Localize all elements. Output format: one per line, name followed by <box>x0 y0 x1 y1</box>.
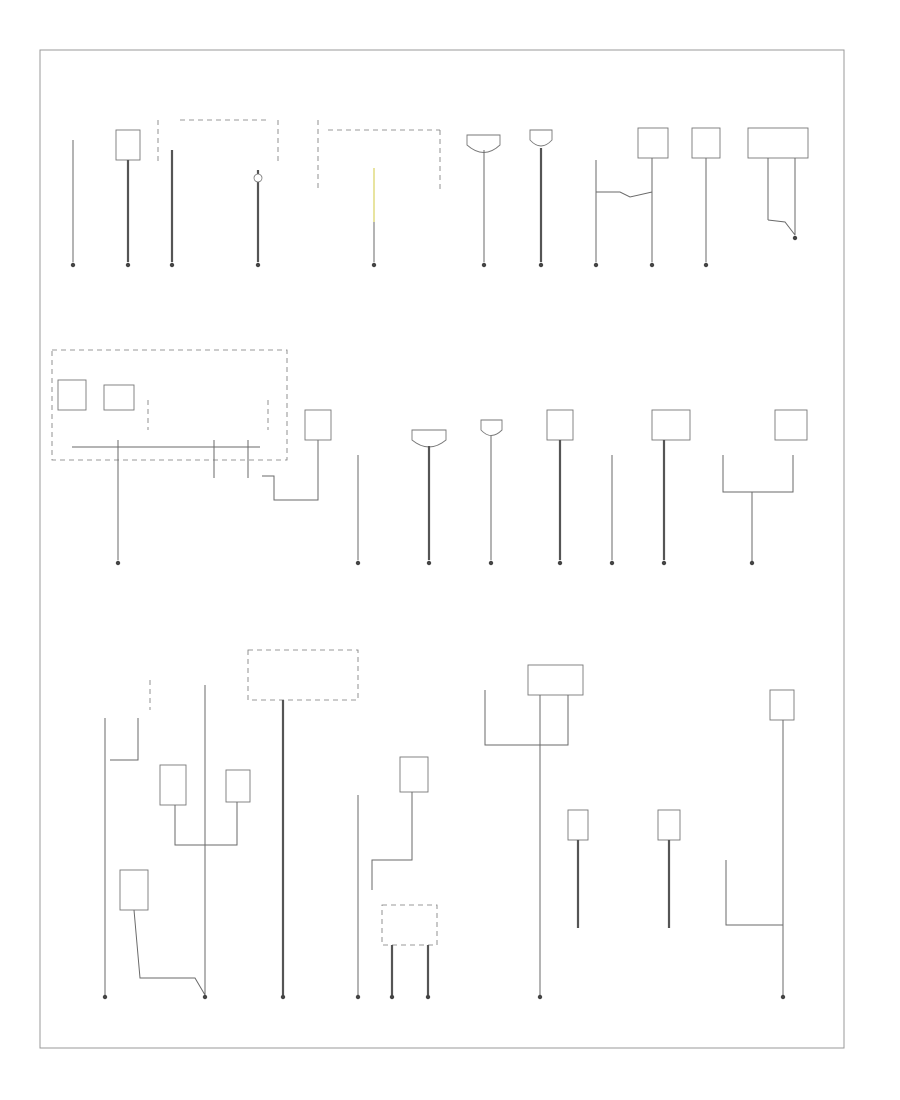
row-3-components <box>102 649 795 1000</box>
row-2-components <box>51 349 808 566</box>
diagram-frame <box>39 49 845 1049</box>
ground-point <box>70 262 76 268</box>
row-1-components <box>70 119 809 268</box>
